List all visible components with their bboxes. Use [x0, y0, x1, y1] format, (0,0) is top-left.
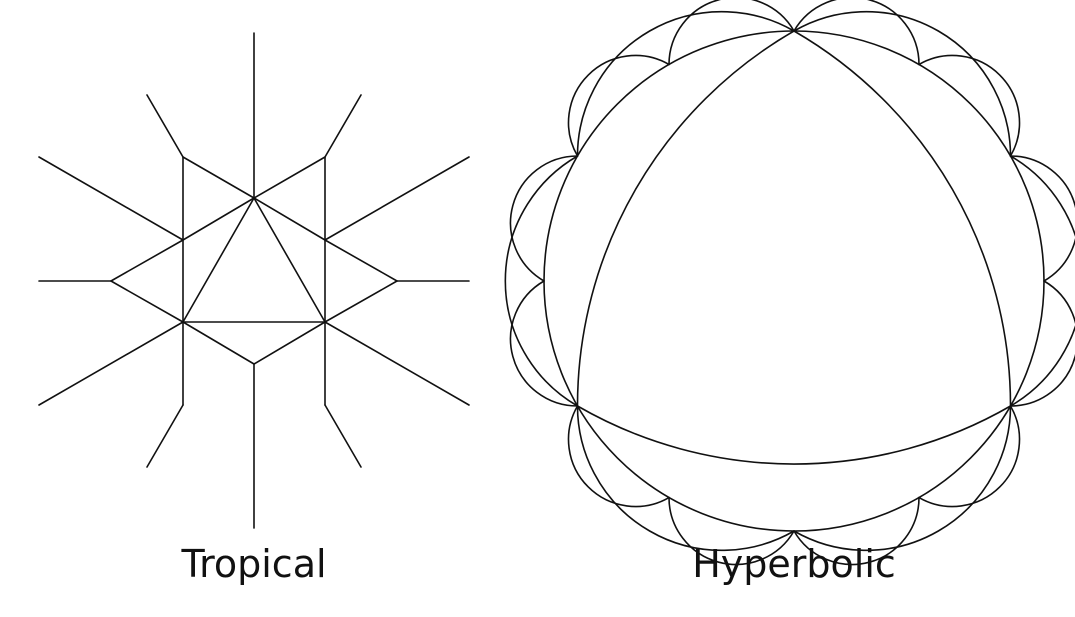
tropical-edge-ul — [182, 197, 255, 241]
tropical-ray-wsw — [38, 321, 184, 406]
geodesic-level3-3 — [793, 0, 920, 66]
geodesic-level2-5 — [793, 405, 1012, 552]
geodesic-level3-0 — [1009, 280, 1075, 407]
geodesic-level2-4 — [576, 405, 795, 552]
geodesic-level3-10 — [793, 496, 920, 566]
poincare-disk-boundary — [543, 30, 1045, 532]
geodesic-level1-1 — [576, 405, 1012, 465]
tropical-ray-ese — [324, 321, 470, 406]
tropical-ray-ene — [324, 156, 470, 241]
geodesic-level3-7 — [509, 280, 579, 407]
geodesic-level1-0 — [576, 30, 795, 407]
geodesic-level1-2 — [793, 30, 1012, 407]
tropical-hex-r-mid-down — [324, 280, 398, 323]
geodesic-level3-8 — [567, 405, 670, 508]
tropical-label: Tropical — [181, 542, 327, 586]
tropical-tri-right — [253, 197, 326, 323]
geodesic-level2-0 — [1009, 155, 1075, 407]
geodesic-level3-11 — [918, 405, 1021, 508]
tropical-edge-bl — [182, 321, 255, 365]
tropical-diagram — [38, 32, 470, 529]
hyperbolic-diagram — [504, 0, 1075, 566]
tropical-edge-br — [253, 321, 326, 365]
tropical-link-l-top — [182, 156, 255, 199]
tropical-ray-sw — [146, 404, 184, 468]
tropical-ray-wnw — [38, 156, 184, 241]
geodesic-level3-6 — [509, 155, 579, 282]
tropical-tri-left — [182, 197, 255, 323]
geodesic-level3-1 — [1009, 155, 1075, 282]
geodesic-level3-2 — [918, 54, 1021, 157]
geodesic-level2-3 — [504, 155, 579, 407]
geodesic-level2-1 — [793, 10, 1012, 157]
hyperbolic-label: Hyperbolic — [692, 542, 896, 586]
geodesic-level3-9 — [668, 496, 795, 566]
tropical-ray-nw — [146, 94, 184, 158]
tropical-ray-ne — [324, 94, 362, 158]
tropical-hex-l-mid-down — [110, 280, 184, 323]
tropical-hex-r-mid-up — [324, 239, 398, 282]
geodesic-level2-2 — [576, 10, 795, 157]
geodesic-level3-5 — [567, 54, 670, 157]
tropical-edge-ur — [253, 197, 326, 241]
tropical-link-r-top — [253, 156, 326, 199]
geodesic-level3-4 — [668, 0, 795, 66]
tropical-ray-se — [324, 404, 362, 468]
tropical-hex-l-mid-up — [110, 239, 184, 282]
